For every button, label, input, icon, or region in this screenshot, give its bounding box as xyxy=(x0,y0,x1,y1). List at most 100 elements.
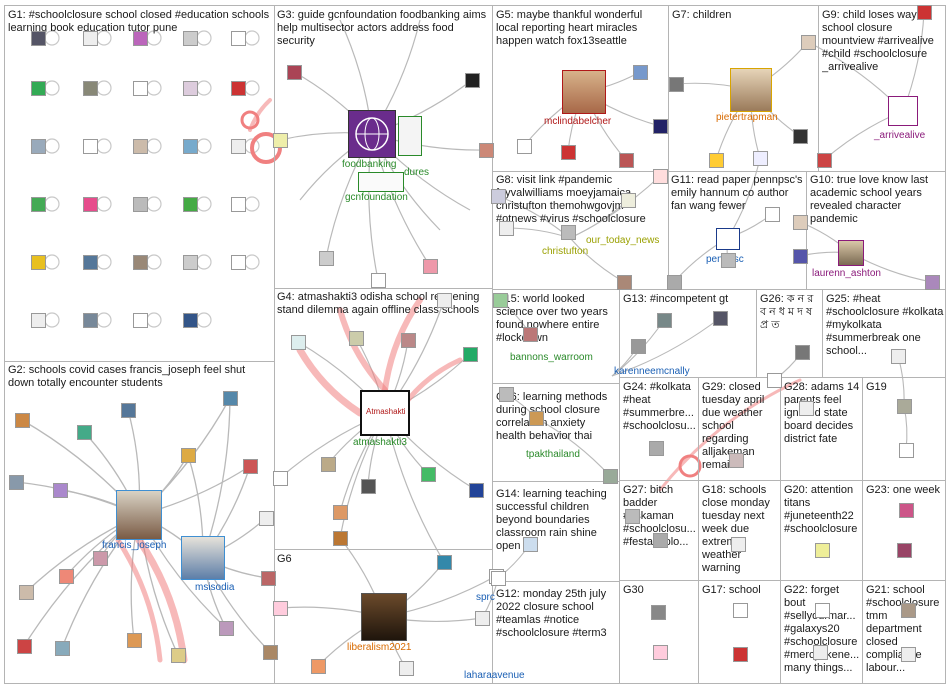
user-avatar[interactable] xyxy=(77,425,92,440)
user-avatar[interactable] xyxy=(311,659,326,674)
liberalism2021-label[interactable]: liberalism2021 xyxy=(347,642,412,653)
user-avatar[interactable] xyxy=(171,648,186,663)
user-avatar[interactable] xyxy=(437,293,452,308)
user-avatar[interactable] xyxy=(653,169,668,184)
user-avatar[interactable] xyxy=(423,259,438,274)
user-avatar[interactable] xyxy=(733,603,748,618)
bannons-warroom-label[interactable]: bannons_warroom xyxy=(510,352,593,363)
arrivealive-label[interactable]: _arrivealive xyxy=(874,130,926,141)
user-avatar[interactable] xyxy=(653,645,668,660)
user-avatar[interactable] xyxy=(799,401,814,416)
user-avatar[interactable] xyxy=(793,215,808,230)
user-avatar[interactable] xyxy=(133,139,148,154)
user-avatar[interactable] xyxy=(321,457,336,472)
user-avatar[interactable] xyxy=(361,479,376,494)
user-avatar[interactable] xyxy=(651,605,666,620)
karenneemcnally-label[interactable]: karenneemcnally xyxy=(614,366,690,377)
user-avatar[interactable] xyxy=(731,537,746,552)
user-avatar[interactable] xyxy=(273,133,288,148)
user-avatar[interactable] xyxy=(121,403,136,418)
user-avatar[interactable] xyxy=(465,73,480,88)
user-avatar[interactable] xyxy=(621,193,636,208)
user-avatar[interactable] xyxy=(815,603,830,618)
user-avatar[interactable] xyxy=(19,585,34,600)
user-avatar[interactable] xyxy=(31,31,46,46)
atmashakti3-logo[interactable] xyxy=(360,390,410,436)
our-today-news-label[interactable]: our_today_news xyxy=(586,235,660,246)
pietertrapman-label[interactable]: pietertrapman xyxy=(716,112,778,123)
user-avatar[interactable] xyxy=(319,251,334,266)
user-avatar[interactable] xyxy=(499,221,514,236)
tpakthailand-label[interactable]: tpakthailand xyxy=(526,449,580,460)
user-avatar[interactable] xyxy=(261,571,276,586)
laurenn-ashton-avatar[interactable] xyxy=(838,240,864,266)
francis-joseph-avatar[interactable] xyxy=(116,490,162,540)
user-avatar[interactable] xyxy=(291,335,306,350)
user-avatar[interactable] xyxy=(83,313,98,328)
user-avatar[interactable] xyxy=(263,645,278,660)
user-avatar[interactable] xyxy=(653,119,668,134)
user-avatar[interactable] xyxy=(617,275,632,290)
user-avatar[interactable] xyxy=(83,197,98,212)
dures-avatar[interactable] xyxy=(398,116,422,156)
user-avatar[interactable] xyxy=(83,81,98,96)
user-avatar[interactable] xyxy=(83,31,98,46)
msisodia-label[interactable]: msisodia xyxy=(195,582,235,593)
user-avatar[interactable] xyxy=(625,509,640,524)
user-avatar[interactable] xyxy=(633,65,648,80)
user-avatar[interactable] xyxy=(183,81,198,96)
user-avatar[interactable] xyxy=(899,443,914,458)
user-avatar[interactable] xyxy=(767,373,782,388)
user-avatar[interactable] xyxy=(133,197,148,212)
user-avatar[interactable] xyxy=(765,207,780,222)
user-avatar[interactable] xyxy=(15,413,30,428)
user-avatar[interactable] xyxy=(231,81,246,96)
user-avatar[interactable] xyxy=(901,647,916,662)
user-avatar[interactable] xyxy=(733,647,748,662)
user-avatar[interactable] xyxy=(183,197,198,212)
user-avatar[interactable] xyxy=(649,441,664,456)
user-avatar[interactable] xyxy=(231,139,246,154)
user-avatar[interactable] xyxy=(133,81,148,96)
user-avatar[interactable] xyxy=(897,543,912,558)
user-avatar[interactable] xyxy=(529,411,544,426)
user-avatar[interactable] xyxy=(349,331,364,346)
atmashakti3-label[interactable]: atmashakti3 xyxy=(353,437,407,448)
user-avatar[interactable] xyxy=(793,249,808,264)
user-avatar[interactable] xyxy=(59,569,74,584)
laharaavenue-label[interactable]: laharaavenue xyxy=(464,670,525,681)
laurenn-ashton-label[interactable]: laurenn_ashton xyxy=(812,268,881,279)
user-avatar[interactable] xyxy=(231,31,246,46)
user-avatar[interactable] xyxy=(273,471,288,486)
user-avatar[interactable] xyxy=(333,531,348,546)
user-avatar[interactable] xyxy=(813,645,828,660)
user-avatar[interactable] xyxy=(31,197,46,212)
user-avatar[interactable] xyxy=(183,255,198,270)
foodbanking-label[interactable]: foodbanking xyxy=(342,159,397,170)
user-avatar[interactable] xyxy=(133,313,148,328)
user-avatar[interactable] xyxy=(219,621,234,636)
user-avatar[interactable] xyxy=(793,129,808,144)
dures-label[interactable]: dures xyxy=(404,167,430,178)
user-avatar[interactable] xyxy=(499,387,514,402)
msisodia-avatar[interactable] xyxy=(181,536,225,580)
user-avatar[interactable] xyxy=(631,339,646,354)
user-avatar[interactable] xyxy=(31,139,46,154)
user-avatar[interactable] xyxy=(463,347,478,362)
user-avatar[interactable] xyxy=(653,533,668,548)
user-avatar[interactable] xyxy=(561,145,576,160)
user-avatar[interactable] xyxy=(183,31,198,46)
user-avatar[interactable] xyxy=(709,153,724,168)
user-avatar[interactable] xyxy=(753,151,768,166)
user-avatar[interactable] xyxy=(899,503,914,518)
mclindabelcher-label[interactable]: mclindabelcher xyxy=(544,116,612,127)
user-avatar[interactable] xyxy=(9,475,24,490)
user-avatar[interactable] xyxy=(657,313,672,328)
user-avatar[interactable] xyxy=(333,505,348,520)
user-avatar[interactable] xyxy=(287,65,302,80)
user-avatar[interactable] xyxy=(817,153,832,168)
pennpsc-logo[interactable] xyxy=(716,228,740,250)
user-avatar[interactable] xyxy=(183,313,198,328)
user-avatar[interactable] xyxy=(925,275,940,290)
user-avatar[interactable] xyxy=(669,77,684,92)
